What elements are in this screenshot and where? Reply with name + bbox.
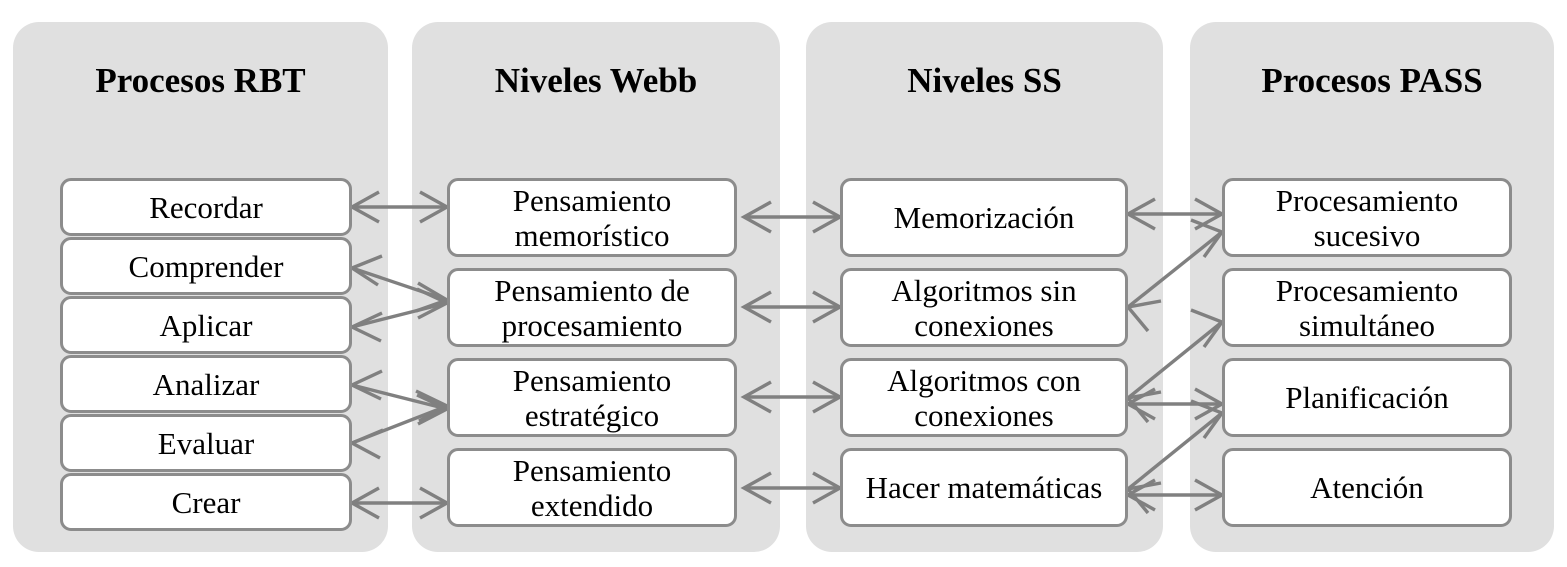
node-atencion[interactable]: Atención [1222,448,1512,527]
node-label: Recordar [149,189,263,225]
node-aplicar[interactable]: Aplicar [60,296,352,354]
node-analizar[interactable]: Analizar [60,355,352,413]
node-label: Pensamiento extendido [512,452,672,523]
node-label: Crear [171,484,241,520]
node-planificacion[interactable]: Planificación [1222,358,1512,437]
node-label: Aplicar [159,307,253,343]
node-pensamiento-estrategico[interactable]: Pensamiento estratégico [447,358,737,437]
node-label: Algoritmos con conexiones [887,362,1081,433]
node-label: Comprender [128,248,284,284]
node-label: Memorización [893,200,1075,235]
node-recordar[interactable]: Recordar [60,178,352,236]
node-algoritmos-con-conexiones[interactable]: Algoritmos con conexiones [840,358,1128,437]
panel-title-ss: Niveles SS [907,61,1062,100]
node-label: Pensamiento de procesamiento [494,272,690,343]
node-procesamiento-simultaneo[interactable]: Procesamiento simultáneo [1222,268,1512,347]
node-procesamiento-sucesivo[interactable]: Procesamiento sucesivo [1222,178,1512,257]
node-label: Algoritmos sin conexiones [891,272,1077,343]
node-label: Procesamiento simultáneo [1275,272,1459,343]
panel-title-pass: Procesos PASS [1261,61,1483,100]
node-pensamiento-memoristico[interactable]: Pensamiento memorístico [447,178,737,257]
node-label: Analizar [152,366,260,402]
node-hacer-matematicas[interactable]: Hacer matemáticas [840,448,1128,527]
node-pensamiento-procesamiento[interactable]: Pensamiento de procesamiento [447,268,737,347]
node-algoritmos-sin-conexiones[interactable]: Algoritmos sin conexiones [840,268,1128,347]
node-label: Evaluar [157,425,255,461]
node-memorizacion[interactable]: Memorización [840,178,1128,257]
node-label: Procesamiento sucesivo [1275,182,1459,253]
panel-title-webb: Niveles Webb [494,61,698,100]
node-label: Pensamiento estratégico [512,362,672,433]
node-comprender[interactable]: Comprender [60,237,352,295]
node-label: Planificación [1285,380,1449,415]
node-label: Atención [1310,470,1424,505]
node-evaluar[interactable]: Evaluar [60,414,352,472]
node-label: Hacer matemáticas [865,470,1103,505]
node-pensamiento-extendido[interactable]: Pensamiento extendido [447,448,737,527]
node-label: Pensamiento memorístico [512,182,672,253]
node-crear[interactable]: Crear [60,473,352,531]
panel-title-rbt: Procesos RBT [95,61,306,100]
